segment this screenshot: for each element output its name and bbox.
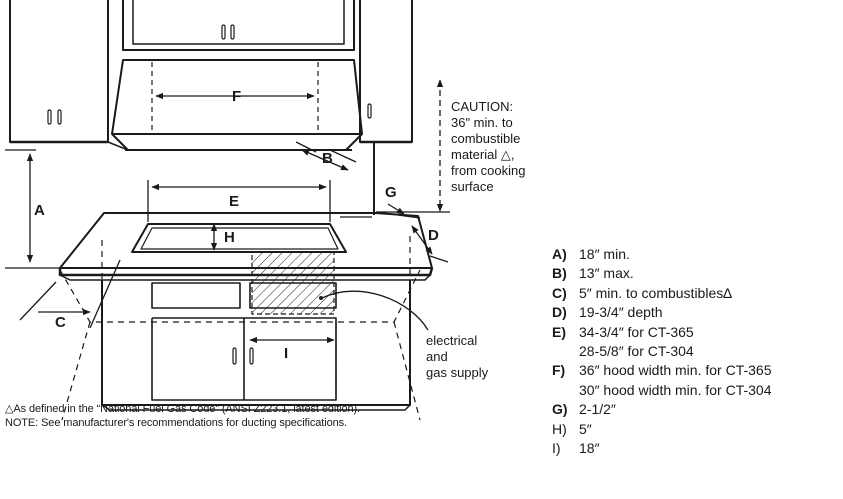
legend-value-cont: 30″ hood width min. for CT-304 (579, 381, 772, 398)
label-h: H (224, 229, 235, 246)
legend-value: 34-3/4″ for CT-365 (579, 323, 694, 340)
legend-value: 36″ hood width min. for CT-365 (579, 362, 772, 379)
legend-key: D) (552, 304, 567, 321)
label-f: F (232, 88, 241, 105)
legend-value: 18″ min. (579, 246, 630, 262)
footnote: △As defined in the “National Fuel Gas Co… (5, 402, 360, 430)
legend-value: 18″ (579, 440, 600, 457)
caution-line: material △, (451, 147, 514, 162)
supply-label: electrical and gas supply (426, 333, 489, 380)
legend-value: 19-3/4″ depth (579, 304, 663, 321)
legend-item: H) 5″ (552, 420, 772, 439)
label-e: E (229, 193, 239, 210)
legend-value: 2-1/2″ (579, 401, 616, 418)
supply-line: gas supply (426, 365, 489, 380)
legend-item: A) 18″ min. (552, 245, 772, 264)
legend-key: G) (552, 401, 568, 418)
label-g: G (385, 184, 397, 201)
legend-value: 13″ max. (579, 265, 634, 282)
legend-key: C) (552, 284, 567, 301)
legend-item: F) 36″ hood width min. for CT-365 (552, 361, 772, 380)
legend-item: G) 2-1/2″ (552, 400, 772, 419)
caution-line: combustible (451, 131, 520, 146)
legend-key: H) (552, 420, 567, 437)
legend-key: A) (552, 246, 567, 262)
range-hood (111, 59, 363, 151)
legend-key: I) (552, 440, 561, 457)
label-b: B (322, 150, 333, 167)
caution-line: from cooking (451, 163, 525, 178)
legend-item: C) 5″ min. to combustibles∆ (552, 284, 772, 303)
legend-item: E) 34-3/4″ for CT-365 (552, 323, 772, 342)
label-c: C (55, 314, 66, 331)
label-a: A (34, 202, 45, 219)
label-i: I (284, 345, 288, 362)
left-wall-cabinet (9, 0, 129, 151)
legend-value-cont: 28-5/8″ for CT-304 (579, 343, 694, 360)
upper-center-cabinet (122, 0, 355, 51)
legend-item: I) 18″ (552, 439, 772, 458)
legend-item: B) 13″ max. (552, 264, 772, 283)
right-wall-cabinet (359, 0, 413, 215)
caution-line: CAUTION: (451, 99, 513, 114)
legend-value: 5″ min. to combustibles∆ (579, 284, 732, 301)
legend-value: 5″ (579, 420, 592, 437)
supply-line: electrical (426, 333, 477, 348)
caution-note: CAUTION: 36" min. to combustible materia… (451, 99, 525, 194)
legend-item: D) 19-3/4″ depth (552, 303, 772, 322)
legend-key: B) (552, 265, 567, 282)
footnote-note: NOTE: See manufacturer's recommendations… (5, 417, 347, 429)
caution-line: surface (451, 179, 494, 194)
legend-key: E) (552, 323, 566, 340)
dimension-legend: A) 18″ min. B) 13″ max. C) 5″ min. to combu… (552, 245, 772, 458)
supply-line: and (426, 349, 448, 364)
caution-line: 36" min. to (451, 115, 513, 130)
label-d: D (428, 227, 439, 244)
cooktop (131, 223, 347, 253)
footnote-definition: △As defined in the “National Fuel Gas Co… (5, 403, 361, 415)
supply-area (251, 251, 335, 315)
legend-key: F) (552, 362, 566, 379)
